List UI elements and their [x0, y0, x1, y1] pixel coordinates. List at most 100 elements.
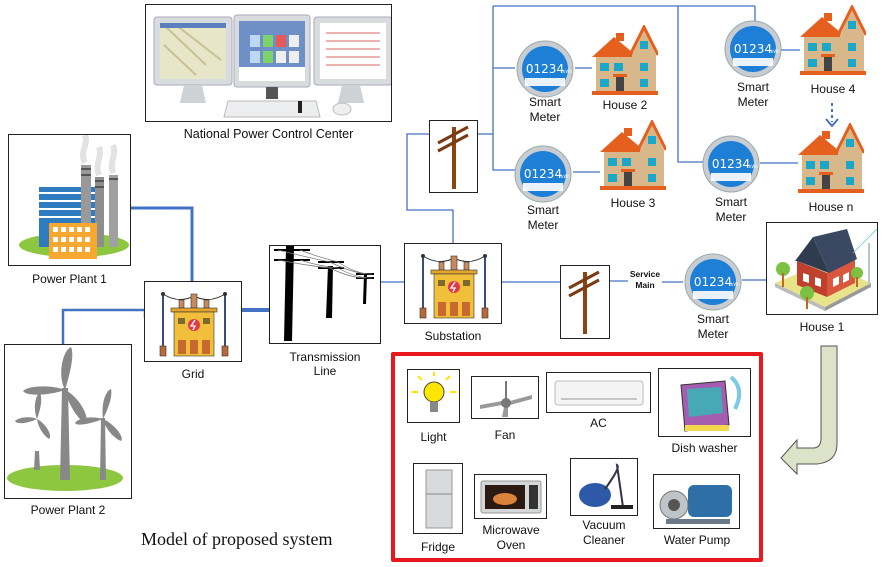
utility-pole-icon — [437, 125, 469, 189]
fridge-icon — [425, 469, 453, 529]
vacuum-cleaner-icon — [579, 463, 633, 509]
house-4-label: House 4 — [810, 82, 856, 96]
light-icon — [412, 372, 456, 412]
smart-meter-label: Meter — [715, 210, 747, 224]
transmission-line-box — [269, 245, 381, 344]
appliance-water-pump — [653, 474, 740, 529]
appliance-fridge-label: Fridge — [420, 540, 455, 554]
control-center-box — [145, 4, 393, 122]
meter-reading: 01234 — [734, 42, 772, 56]
transmission-line-label-1: Transmission — [289, 350, 361, 364]
power-plant-1-label: Power Plant 1 — [32, 272, 107, 286]
diagram-caption: Model of proposed system — [141, 529, 333, 549]
smart-meter-label: Meter — [697, 327, 729, 341]
smart-meter-icon: 01234 kWh — [684, 253, 742, 311]
smart-meter-icon: 01234 kWh — [514, 145, 572, 203]
appliance-dishwasher-label: Dish washer — [671, 441, 738, 455]
water-pump-icon — [659, 485, 732, 524]
service-main-label-2: Main — [635, 280, 655, 290]
appliance-fan — [471, 376, 539, 419]
house-3-icon — [600, 118, 668, 197]
house-3-label: House 3 — [610, 196, 656, 210]
smart-meter-label: Meter — [737, 95, 769, 109]
appliance-light-label: Light — [420, 430, 447, 444]
house-2-label: House 2 — [602, 98, 648, 112]
substation-icon — [419, 254, 489, 319]
smart-meter-label: Smart — [714, 195, 747, 209]
ac-icon — [554, 380, 644, 406]
appliance-microwave-label: Microwave — [482, 523, 540, 537]
control-center-label: National Power Control Center — [183, 127, 354, 141]
meter-reading: 01234 — [526, 62, 564, 76]
wind-turbine-icon — [7, 347, 123, 491]
smart-meter-label: Smart — [736, 80, 769, 94]
curved-arrow-icon — [780, 345, 838, 476]
arrowhead-icon — [825, 118, 839, 128]
appliance-fan-label: Fan — [494, 428, 516, 442]
smart-meter-label: Meter — [527, 218, 559, 232]
smart-meter-label: Meter — [529, 110, 561, 124]
service-main-label-1: Service — [629, 269, 661, 279]
house-n-icon — [798, 121, 866, 200]
smart-meter-icon: 01234 kWh — [724, 20, 782, 78]
svg-text:kWh: kWh — [771, 49, 780, 54]
smart-meter-label: Smart — [526, 203, 559, 217]
wire-to-meter-hn — [677, 6, 703, 163]
appliance-vacuum-cleaner-label: Vacuum — [582, 518, 626, 532]
dishwasher-icon — [680, 375, 742, 432]
appliance-microwave-label: Oven — [496, 538, 526, 552]
power-plant-1-box — [8, 133, 131, 266]
grid-label: Grid — [181, 367, 205, 381]
monitors-icon — [153, 14, 393, 118]
smart-meter-label: Smart — [696, 312, 729, 326]
smart-meter-house-4: 01234 kWh — [723, 20, 783, 83]
wire-network-trunk — [492, 6, 515, 171]
power-plant-2-box — [4, 344, 132, 499]
smart-meter-house-2: 01234 kWh — [515, 40, 575, 103]
meter-reading: 01234 — [712, 157, 750, 171]
appliance-vacuum-cleaner-label: Cleaner — [582, 533, 626, 547]
wire-plant2-grid — [61, 308, 147, 345]
transmission-tower-icon — [274, 246, 374, 341]
grid-box — [144, 281, 242, 362]
appliances-panel — [391, 352, 763, 562]
appliance-vacuum-cleaner — [570, 458, 638, 516]
distribution-pole-box — [429, 120, 478, 193]
substation-label: Substation — [424, 329, 482, 343]
smart-meter-icon: 01234 kWh — [702, 135, 760, 193]
house-4-icon — [800, 3, 868, 82]
meter-reading: 01234 — [694, 275, 732, 289]
microwave-icon — [480, 480, 542, 514]
house-n-label: House n — [808, 200, 854, 214]
transmission-line-label-2: Line — [313, 364, 337, 378]
smart-meter-house-n: 01234 kWh — [701, 135, 761, 198]
smart-meter-house-1: 01234 kWh — [683, 253, 743, 316]
appliance-light — [407, 369, 460, 423]
appliance-ac — [546, 372, 651, 413]
fan-icon — [480, 381, 532, 417]
substation-box — [404, 243, 502, 324]
appliance-ac-label: AC — [590, 416, 607, 430]
wire-plant1-grid — [130, 206, 194, 282]
svg-text:kWh: kWh — [749, 164, 758, 169]
grid-station-icon — [159, 292, 229, 357]
svg-text:kWh: kWh — [731, 282, 740, 287]
house-2-icon — [592, 23, 660, 102]
utility-pole-icon — [568, 270, 600, 334]
appliance-fridge — [413, 463, 463, 534]
svg-text:kWh: kWh — [561, 174, 570, 179]
house-1-box — [766, 222, 878, 315]
factory-icon — [19, 133, 129, 259]
smart-meter-icon: 01234 kWh — [516, 40, 574, 98]
wire-substation-pole — [406, 133, 454, 243]
appliance-dishwasher — [658, 368, 751, 437]
appliance-water-pump-label: Water Pump — [663, 533, 731, 547]
house-1-icon — [775, 228, 878, 311]
smart-meter-house-3: 01234 kWh — [513, 145, 573, 208]
house-1-label: House 1 — [799, 320, 845, 334]
appliance-microwave — [474, 474, 547, 519]
svg-text:kWh: kWh — [563, 69, 572, 74]
meter-reading: 01234 — [524, 167, 562, 181]
smart-meter-label: Smart — [528, 95, 561, 109]
